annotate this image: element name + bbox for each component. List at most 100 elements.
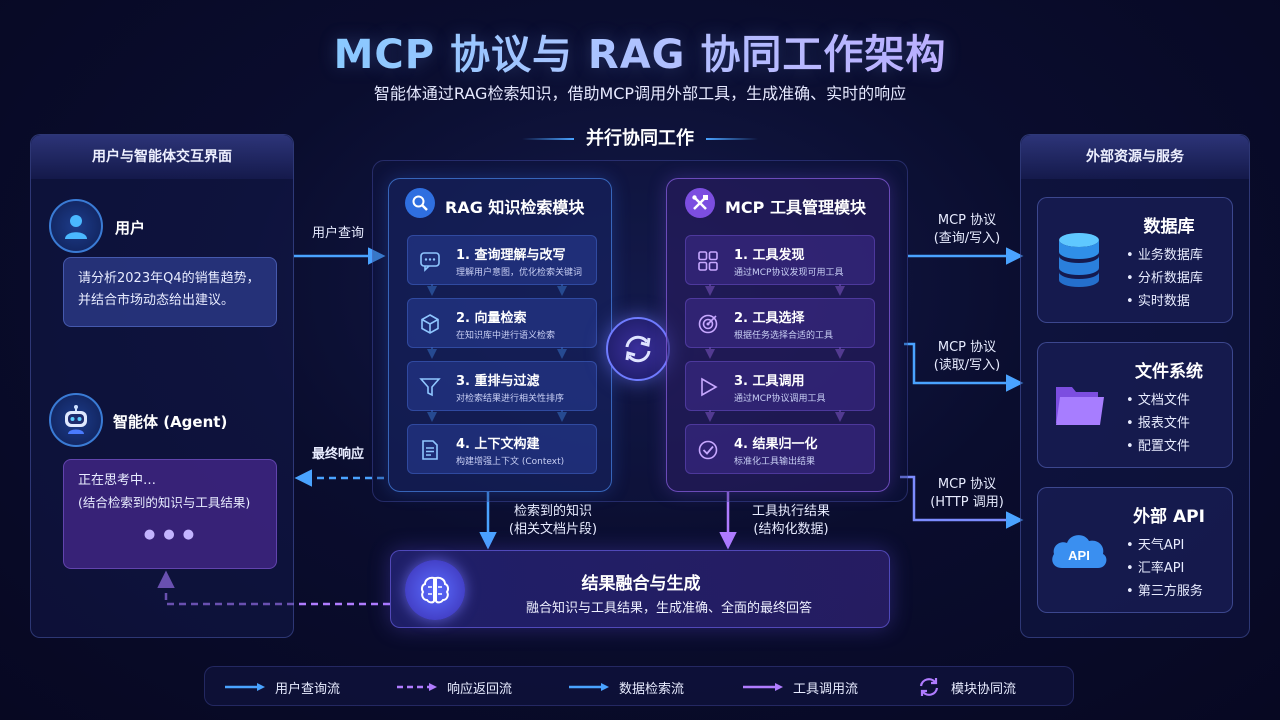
grid-icon bbox=[696, 249, 720, 273]
external-resources-panel: 外部资源与服务 数据库 业务数据库 分析数据库 实时数据 文件系统 文档文件 bbox=[1020, 134, 1250, 638]
database-icon bbox=[1056, 232, 1102, 292]
database-items: 业务数据库 分析数据库 实时数据 bbox=[1126, 244, 1203, 313]
filter-icon bbox=[418, 375, 442, 399]
filesystem-title: 文件系统 bbox=[1135, 362, 1203, 382]
step-title: 4. 上下文构建 bbox=[456, 437, 540, 452]
retrieved-knowledge-title: 检索到的知识 bbox=[513, 504, 592, 519]
legend-label: 数据检索流 bbox=[619, 681, 685, 697]
fusion-box: 结果融合与生成 融合知识与工具结果，生成准确、全面的最终回答 bbox=[390, 550, 890, 628]
user-icon bbox=[65, 215, 87, 239]
parallel-label: 并行协同工作 bbox=[0, 124, 1280, 150]
database-item: 业务数据库 bbox=[1126, 244, 1203, 267]
interaction-panel: 用户与智能体交互界面 用户 请分析2023年Q4的销售趋势，并结合市场动态给出建… bbox=[30, 134, 294, 638]
page-title: MCP 协议与 RAG 协同工作架构 bbox=[0, 22, 1280, 80]
step-title: 1. 工具发现 bbox=[734, 248, 805, 263]
database-title: 数据库 bbox=[1143, 217, 1195, 237]
step-desc: 在知识库中进行语义检索 bbox=[456, 331, 556, 341]
external-resources-title: 外部资源与服务 bbox=[1021, 135, 1249, 179]
brain-icon bbox=[405, 560, 465, 620]
mcp-db-label: MCP 协议 (查询/写入) bbox=[922, 212, 1012, 248]
svg-text:API: API bbox=[1068, 548, 1090, 563]
agent-thinking-text: 正在思考中… bbox=[78, 473, 157, 488]
step-title: 3. 工具调用 bbox=[734, 374, 805, 389]
mcp-api-label: MCP 协议 (HTTP 调用) bbox=[922, 476, 1012, 512]
mcp-fs-sub: (读取/写入) bbox=[933, 358, 1001, 373]
final-response-flow-label: 最终响应 bbox=[311, 447, 364, 462]
legend-data-retrieval-flow: 数据检索流 bbox=[569, 667, 684, 707]
play-icon bbox=[696, 375, 720, 399]
dash-decoration bbox=[706, 138, 758, 140]
step-desc: 构建增强上下文 (Context) bbox=[456, 457, 565, 467]
fusion-to-agent-arrow bbox=[157, 570, 390, 606]
database-item: 实时数据 bbox=[1126, 290, 1203, 313]
agent-response-bubble: 正在思考中… (结合检索到的知识与工具结果) ● ● ● bbox=[63, 459, 277, 569]
tool-result-title: 工具执行结果 bbox=[751, 504, 830, 519]
database-item: 分析数据库 bbox=[1126, 267, 1203, 290]
robot-icon bbox=[65, 405, 87, 434]
rag-step-vector-search: 2. 向量检索 在知识库中进行语义检索 bbox=[407, 298, 597, 348]
mcp-module: MCP 工具管理模块 1. 工具发现 通过MCP协议发现可用工具 2. 工具选择… bbox=[666, 178, 890, 492]
retrieved-knowledge-label: 检索到的知识 (相关文档片段) bbox=[498, 503, 608, 539]
target-icon bbox=[696, 312, 720, 336]
mcp-api-title: MCP 协议 bbox=[937, 477, 997, 492]
step-title: 3. 重排与过滤 bbox=[456, 374, 540, 389]
mcp-step-invoke: 3. 工具调用 通过MCP协议调用工具 bbox=[685, 361, 875, 411]
document-icon bbox=[418, 438, 442, 462]
user-query-flow-label: 用户查询 bbox=[311, 226, 364, 241]
legend-tool-call-flow: 工具调用流 bbox=[743, 667, 858, 707]
sync-icon bbox=[606, 317, 670, 381]
mcp-fs-title: MCP 协议 bbox=[937, 340, 997, 355]
parallel-label-text: 并行协同工作 bbox=[586, 128, 694, 149]
cycle-icon bbox=[919, 678, 939, 696]
filesystem-item: 文档文件 bbox=[1126, 389, 1190, 412]
tool-result-sub: (结构化数据) bbox=[753, 522, 829, 537]
search-icon bbox=[405, 188, 435, 218]
rag-step-rerank: 3. 重排与过滤 对检索结果进行相关性排序 bbox=[407, 361, 597, 411]
step-desc: 理解用户意图，优化检索关键词 bbox=[456, 268, 583, 278]
database-card: 数据库 业务数据库 分析数据库 实时数据 bbox=[1037, 197, 1233, 323]
step-desc: 标准化工具输出结果 bbox=[734, 457, 816, 467]
mcp-step-selection: 2. 工具选择 根据任务选择合适的工具 bbox=[685, 298, 875, 348]
legend-label: 用户查询流 bbox=[275, 681, 341, 697]
rag-step-context: 4. 上下文构建 构建增强上下文 (Context) bbox=[407, 424, 597, 474]
legend-user-query-flow: 用户查询流 bbox=[225, 667, 340, 707]
filesystem-item: 配置文件 bbox=[1126, 435, 1190, 458]
mcp-fs-label: MCP 协议 (读取/写入) bbox=[922, 339, 1012, 375]
legend-label: 响应返回流 bbox=[447, 681, 513, 697]
mcp-db-title: MCP 协议 bbox=[937, 213, 997, 228]
step-desc: 通过MCP协议调用工具 bbox=[734, 394, 826, 404]
retrieved-knowledge-sub: (相关文档片段) bbox=[508, 522, 598, 537]
step-desc: 通过MCP协议发现可用工具 bbox=[734, 268, 844, 278]
mcp-db-sub: (查询/写入) bbox=[933, 231, 1001, 246]
fusion-title: 结果融合与生成 bbox=[581, 574, 701, 594]
user-label: 用户 bbox=[115, 219, 146, 237]
mcp-step-normalize: 4. 结果归一化 标准化工具输出结果 bbox=[685, 424, 875, 474]
step-title: 2. 向量检索 bbox=[456, 311, 527, 326]
rag-module: RAG 知识检索模块 1. 查询理解与改写 理解用户意图，优化检索关键词 2. … bbox=[388, 178, 612, 492]
user-avatar bbox=[49, 199, 103, 253]
legend-response-flow: 响应返回流 bbox=[397, 667, 512, 707]
legend-label: 模块协同流 bbox=[951, 681, 1017, 697]
external-api-title: 外部 API bbox=[1133, 507, 1205, 527]
mcp-module-title: MCP 工具管理模块 bbox=[725, 198, 866, 217]
external-api-item: 汇率API bbox=[1126, 557, 1203, 580]
page-subtitle: 智能体通过RAG检索知识，借助MCP调用外部工具，生成准确、实时的响应 bbox=[373, 84, 907, 103]
cube-icon bbox=[418, 312, 442, 336]
cloud-api-icon: API bbox=[1048, 528, 1110, 578]
typing-dots: ● ● ● bbox=[143, 527, 197, 542]
interaction-panel-title: 用户与智能体交互界面 bbox=[31, 135, 293, 179]
dashed-purple-arrow-icon bbox=[397, 683, 437, 691]
tools-icon bbox=[685, 188, 715, 218]
legend-collaboration-flow: 模块协同流 bbox=[917, 667, 1016, 707]
step-title: 1. 查询理解与改写 bbox=[456, 248, 566, 263]
step-desc: 根据任务选择合适的工具 bbox=[734, 331, 834, 341]
chat-icon bbox=[418, 249, 442, 273]
rag-step-query-rewrite: 1. 查询理解与改写 理解用户意图，优化检索关键词 bbox=[407, 235, 597, 285]
tool-result-label: 工具执行结果 (结构化数据) bbox=[738, 503, 844, 539]
solid-blue-arrow-icon bbox=[569, 683, 609, 691]
external-api-item: 第三方服务 bbox=[1126, 580, 1203, 603]
agent-label: 智能体 (Agent) bbox=[113, 413, 228, 431]
legend: 用户查询流 响应返回流 数据检索流 工具调用流 模块协同流 bbox=[204, 666, 1074, 706]
step-desc: 对检索结果进行相关性排序 bbox=[456, 394, 565, 404]
step-title: 2. 工具选择 bbox=[734, 311, 805, 326]
